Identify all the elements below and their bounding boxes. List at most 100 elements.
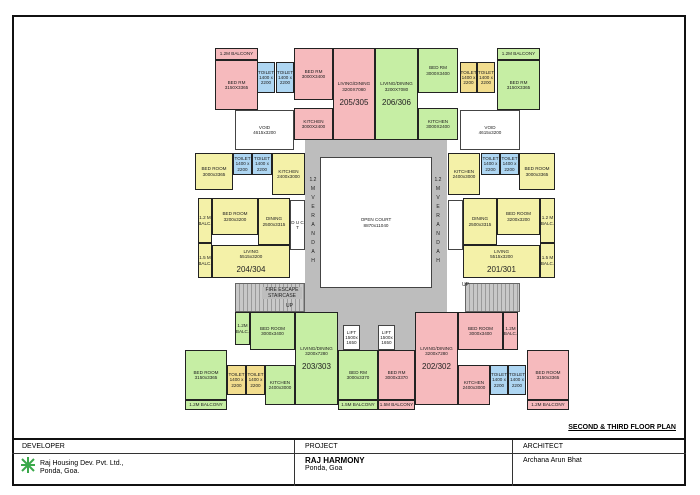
room-unit: 204/304: [236, 265, 266, 275]
room-label: 1.2M BALCONY: [531, 402, 565, 408]
room-label: 1.5M BALCONY: [379, 402, 414, 408]
room-label: TOILET: [460, 69, 477, 75]
room-balc-201-a: 1.2 M BALC.: [540, 198, 555, 243]
room-label: TOILET: [509, 372, 525, 378]
room-dim: 2400x3000: [462, 385, 486, 390]
room-label: 1.2M BALCONY: [219, 51, 254, 57]
room-label: VOID: [258, 124, 271, 130]
room-balcony-203-b: 1.5M BALCONY: [338, 400, 378, 410]
room-dim: 4615x3200: [253, 130, 276, 135]
room-label: TOILET: [478, 69, 494, 75]
room-label: BED RM: [227, 79, 246, 85]
architect-name: Archana Arun Bhat: [523, 457, 582, 464]
room-dim: 1400 x 2200: [492, 377, 506, 388]
room-dim: 2400x3000: [268, 385, 292, 390]
room-balc-202: 1.2M BALC.: [503, 312, 518, 350]
room-label: LIVING/DINING: [300, 345, 333, 351]
room-label: KITCHEN: [278, 168, 299, 174]
room-label: 1.2M BALC.: [503, 325, 518, 336]
fire-escape-label: FIRE ESCAPE STAIRCASE: [262, 287, 302, 299]
room-label: D U C T: [291, 219, 304, 230]
room-dim: 3000X3400: [301, 74, 326, 79]
room-dim: 3000x3400: [469, 331, 492, 336]
room-dim: 1400 x 2200: [259, 74, 273, 86]
room-label: BED ROOM: [193, 369, 219, 375]
room-dim: 1400 x 2200: [483, 161, 498, 172]
room-label: BED RM: [387, 369, 406, 375]
room-label: TOILET: [254, 156, 270, 162]
room-label: LIFT: [381, 329, 392, 335]
room-dim: 3200x7280: [305, 351, 328, 356]
room-balcony-205-a: 1.2M BALCONY: [215, 48, 258, 60]
room-dim: 3150X3365: [506, 85, 531, 90]
room-dim: 3000x3365: [525, 171, 549, 177]
room-label: 1.5 M BALC.: [540, 255, 555, 266]
architect-header: ARCHITECT: [513, 440, 686, 454]
sheet-border: [12, 15, 686, 486]
project-name: RAJ HARMONY: [305, 456, 365, 465]
room-label: KITCHEN: [427, 118, 449, 124]
room-label: BED RM: [349, 369, 367, 375]
room-balcony-203-a: 1.2M BALCONY: [185, 400, 227, 410]
room-label: TOILET: [234, 156, 251, 162]
room-label: LIVING/DINING: [420, 345, 453, 351]
developer-name: Raj Housing Dev. Pvt. Ltd.,: [40, 459, 124, 467]
room-label: TOILET: [501, 156, 518, 162]
room-label: BED ROOM: [505, 211, 531, 217]
room-balc-203: 1.2M BALC.: [235, 312, 250, 345]
room-label: BED ROOM: [201, 166, 227, 172]
room-dim: 1400 x 2200: [229, 377, 244, 388]
room-label: OPEN COURT: [360, 217, 392, 223]
room-dim: 3200X7080: [384, 86, 409, 92]
room-balc-204-a: 1.2 M BALC.: [198, 198, 212, 243]
room-unit: 202/302: [422, 362, 451, 372]
room-dim: 3150x3365: [194, 375, 218, 380]
room-dim: 3000x3370: [346, 375, 370, 380]
developer-logo-icon: [21, 457, 35, 473]
room-dim: 3150x3365: [536, 375, 560, 380]
room-dim: 3000X2400: [426, 124, 450, 129]
staircase-right: [465, 283, 520, 312]
room-label: BED ROOM: [259, 325, 285, 331]
room-dim: 1500x 1650: [380, 334, 393, 346]
room-unit: 205/305: [339, 97, 369, 107]
room-dim: 4615x3200: [478, 130, 502, 135]
room-dim: 3200X7080: [342, 86, 366, 92]
room-dim: 1500x 1650: [345, 334, 358, 346]
room-duct-left: D U C T: [290, 200, 305, 250]
room-label: BED RM: [304, 68, 323, 74]
room-balcony-206: 1.2M BALCONY: [497, 48, 540, 60]
room-dim: 3000x3400: [261, 331, 284, 336]
room-label: TOILET: [228, 372, 245, 378]
room-label: LIVING: [243, 248, 259, 254]
room-label: LIFT: [346, 329, 357, 335]
room-label: DINING: [265, 216, 283, 222]
room-label: KITCHEN: [463, 379, 485, 385]
room-unit: 206/306: [382, 97, 411, 107]
